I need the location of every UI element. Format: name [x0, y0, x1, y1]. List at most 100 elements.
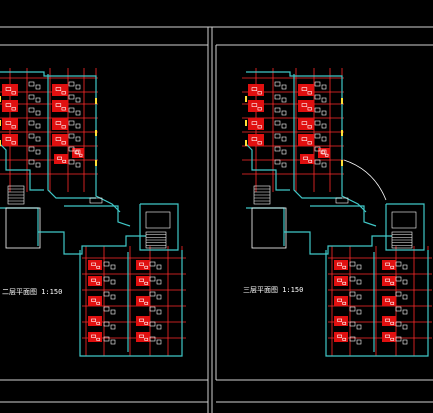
fixture	[314, 120, 321, 126]
fixture	[395, 276, 402, 282]
fixture	[68, 159, 75, 165]
bed-fixture	[385, 278, 390, 282]
bath-fixture	[96, 301, 101, 305]
bath-fixture	[144, 301, 149, 305]
fixture	[281, 162, 287, 168]
room-fill	[52, 84, 68, 96]
bed-fixture	[139, 298, 144, 302]
fixture	[274, 146, 281, 152]
fixture	[156, 339, 162, 345]
fixture	[274, 159, 281, 165]
bed-fixture	[337, 334, 342, 338]
door-mark	[89, 197, 103, 204]
fixture	[110, 279, 116, 285]
bed-fixture	[55, 103, 62, 107]
window-mark	[95, 160, 97, 166]
bed-fixture	[91, 262, 96, 266]
bed-fixture	[385, 318, 390, 322]
window-mark	[245, 120, 247, 126]
bed-fixture	[301, 137, 308, 141]
room-fill	[334, 332, 348, 342]
fixture	[281, 110, 287, 116]
corridor-wall	[284, 231, 392, 255]
fixture	[68, 146, 75, 152]
fixture	[68, 107, 75, 113]
room-fill	[248, 134, 264, 146]
fixture	[274, 94, 281, 100]
fixture	[28, 107, 35, 113]
room-fill	[248, 100, 264, 112]
fixture	[356, 264, 362, 270]
fixture	[321, 97, 327, 103]
upper-wing-wall	[246, 71, 367, 213]
upper-wing-wall	[0, 71, 121, 213]
bed-fixture	[5, 137, 12, 141]
fixture	[395, 291, 402, 297]
fixture	[35, 149, 41, 155]
window-mark	[0, 140, 1, 146]
room-fill	[382, 296, 396, 306]
fixture	[149, 261, 156, 267]
door-mark	[335, 197, 349, 204]
bed-fixture	[301, 103, 308, 107]
corridor-wall	[64, 205, 131, 227]
corridor-wall	[38, 231, 146, 255]
bath-fixture	[96, 337, 101, 341]
fixture	[321, 149, 327, 155]
fixture	[356, 324, 362, 330]
room-fill	[52, 118, 68, 130]
bed-fixture	[74, 150, 79, 154]
bath-fixture	[62, 159, 67, 163]
room-fill	[136, 260, 150, 270]
bath-fixture	[307, 125, 312, 129]
bed-fixture	[251, 137, 258, 141]
fixture	[28, 133, 35, 139]
corridor-wall	[310, 205, 377, 227]
fixture	[402, 264, 408, 270]
bed-fixture	[385, 262, 390, 266]
fixture	[274, 81, 281, 87]
window-mark	[245, 96, 247, 102]
room-fill	[136, 332, 150, 342]
canopy-arc	[343, 159, 387, 201]
bath-fixture	[11, 141, 16, 145]
service-block-wall	[385, 203, 425, 251]
fixture	[314, 107, 321, 113]
room-fill	[248, 84, 264, 96]
fixture	[35, 84, 41, 90]
fixture	[68, 120, 75, 126]
fixture	[103, 336, 110, 342]
bed-fixture	[55, 137, 62, 141]
bath-fixture	[11, 91, 16, 95]
fixture	[28, 81, 35, 87]
bed-fixture	[139, 318, 144, 322]
window-mark	[95, 130, 97, 136]
fixture	[349, 306, 356, 312]
interior-wall	[293, 74, 342, 199]
fixture	[110, 294, 116, 300]
fixture	[28, 159, 35, 165]
fixture	[156, 264, 162, 270]
fixture	[110, 339, 116, 345]
bed-fixture	[251, 87, 258, 91]
fixture	[75, 136, 81, 142]
bath-fixture	[257, 125, 262, 129]
bath-fixture	[144, 337, 149, 341]
bath-fixture	[144, 265, 149, 269]
window-mark	[341, 160, 343, 166]
fixture	[149, 276, 156, 282]
fixture	[281, 136, 287, 142]
fixture	[314, 94, 321, 100]
room-fill	[88, 316, 102, 326]
bath-fixture	[144, 281, 149, 285]
fixture	[349, 321, 356, 327]
bed-fixture	[301, 87, 308, 91]
bath-fixture	[61, 141, 66, 145]
fixture	[356, 339, 362, 345]
floor-plan-right	[242, 68, 432, 357]
room-fill	[52, 134, 68, 146]
fixture	[110, 264, 116, 270]
window-mark	[0, 96, 1, 102]
bath-fixture	[257, 107, 262, 111]
fixture	[314, 133, 321, 139]
